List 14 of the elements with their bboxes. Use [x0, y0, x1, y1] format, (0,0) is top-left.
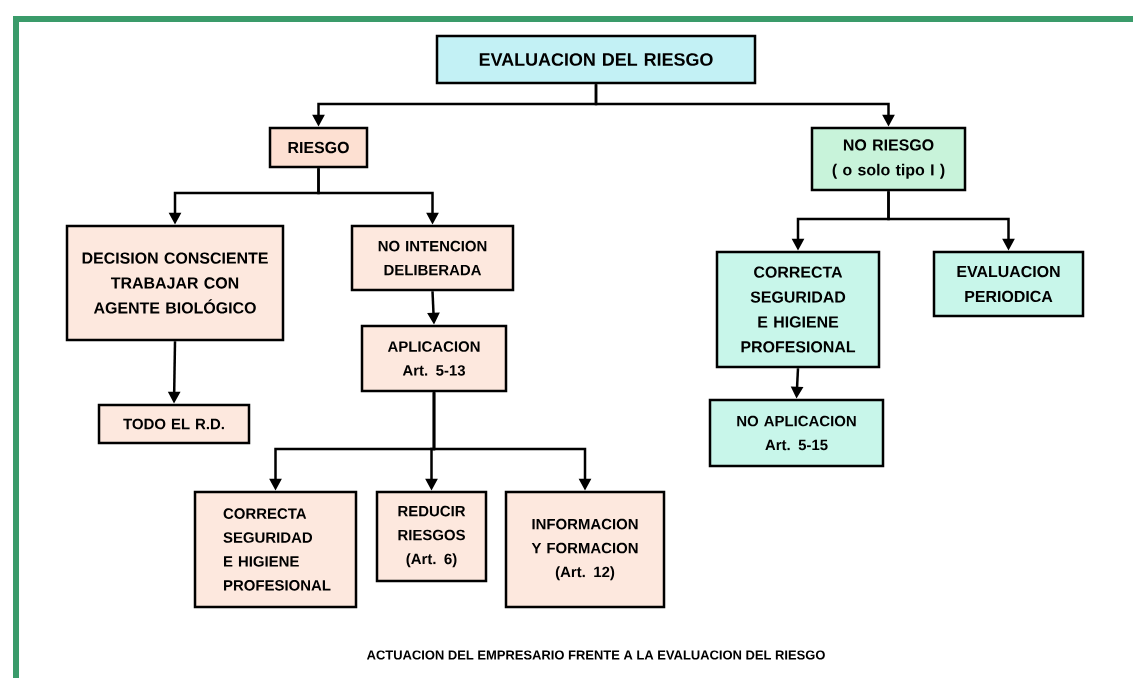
process-box: INFORMACION Y FORMACION (Art. 12)	[504, 490, 666, 609]
title-box: EVALUACION DEL RIESGO	[435, 34, 757, 85]
process-box: RIESGO	[268, 126, 369, 169]
process-box: REDUCIR RIESGOS (Art. 6)	[375, 490, 488, 583]
process-box: APLICACION Art. 5-13	[360, 324, 508, 393]
process-box: NO RIESGO ( o solo tipo I )	[810, 126, 967, 192]
caption: ACTUACION DEL EMPRESARIO FRENTE A LA EVALUACION DEL RIESGO	[366, 650, 825, 660]
process-box: DECISION CONSCIENTE TRABAJAR CON AGENTE BIOLÓGICO	[65, 224, 285, 342]
process-box: NO INTENCION DELIBERADA	[350, 224, 515, 292]
process-box: CORRECTA SEGURIDAD E HIGIENE PROFESIONAL	[715, 250, 881, 369]
process-box: EVALUACION PERIODICA	[932, 250, 1085, 318]
process-box: NO APLICACION Art. 5-15	[708, 398, 885, 468]
process-box: CORRECTA SEGURIDAD E HIGIENE PROFESIONAL	[193, 490, 358, 609]
process-box: TODO EL R.D.	[97, 403, 251, 445]
